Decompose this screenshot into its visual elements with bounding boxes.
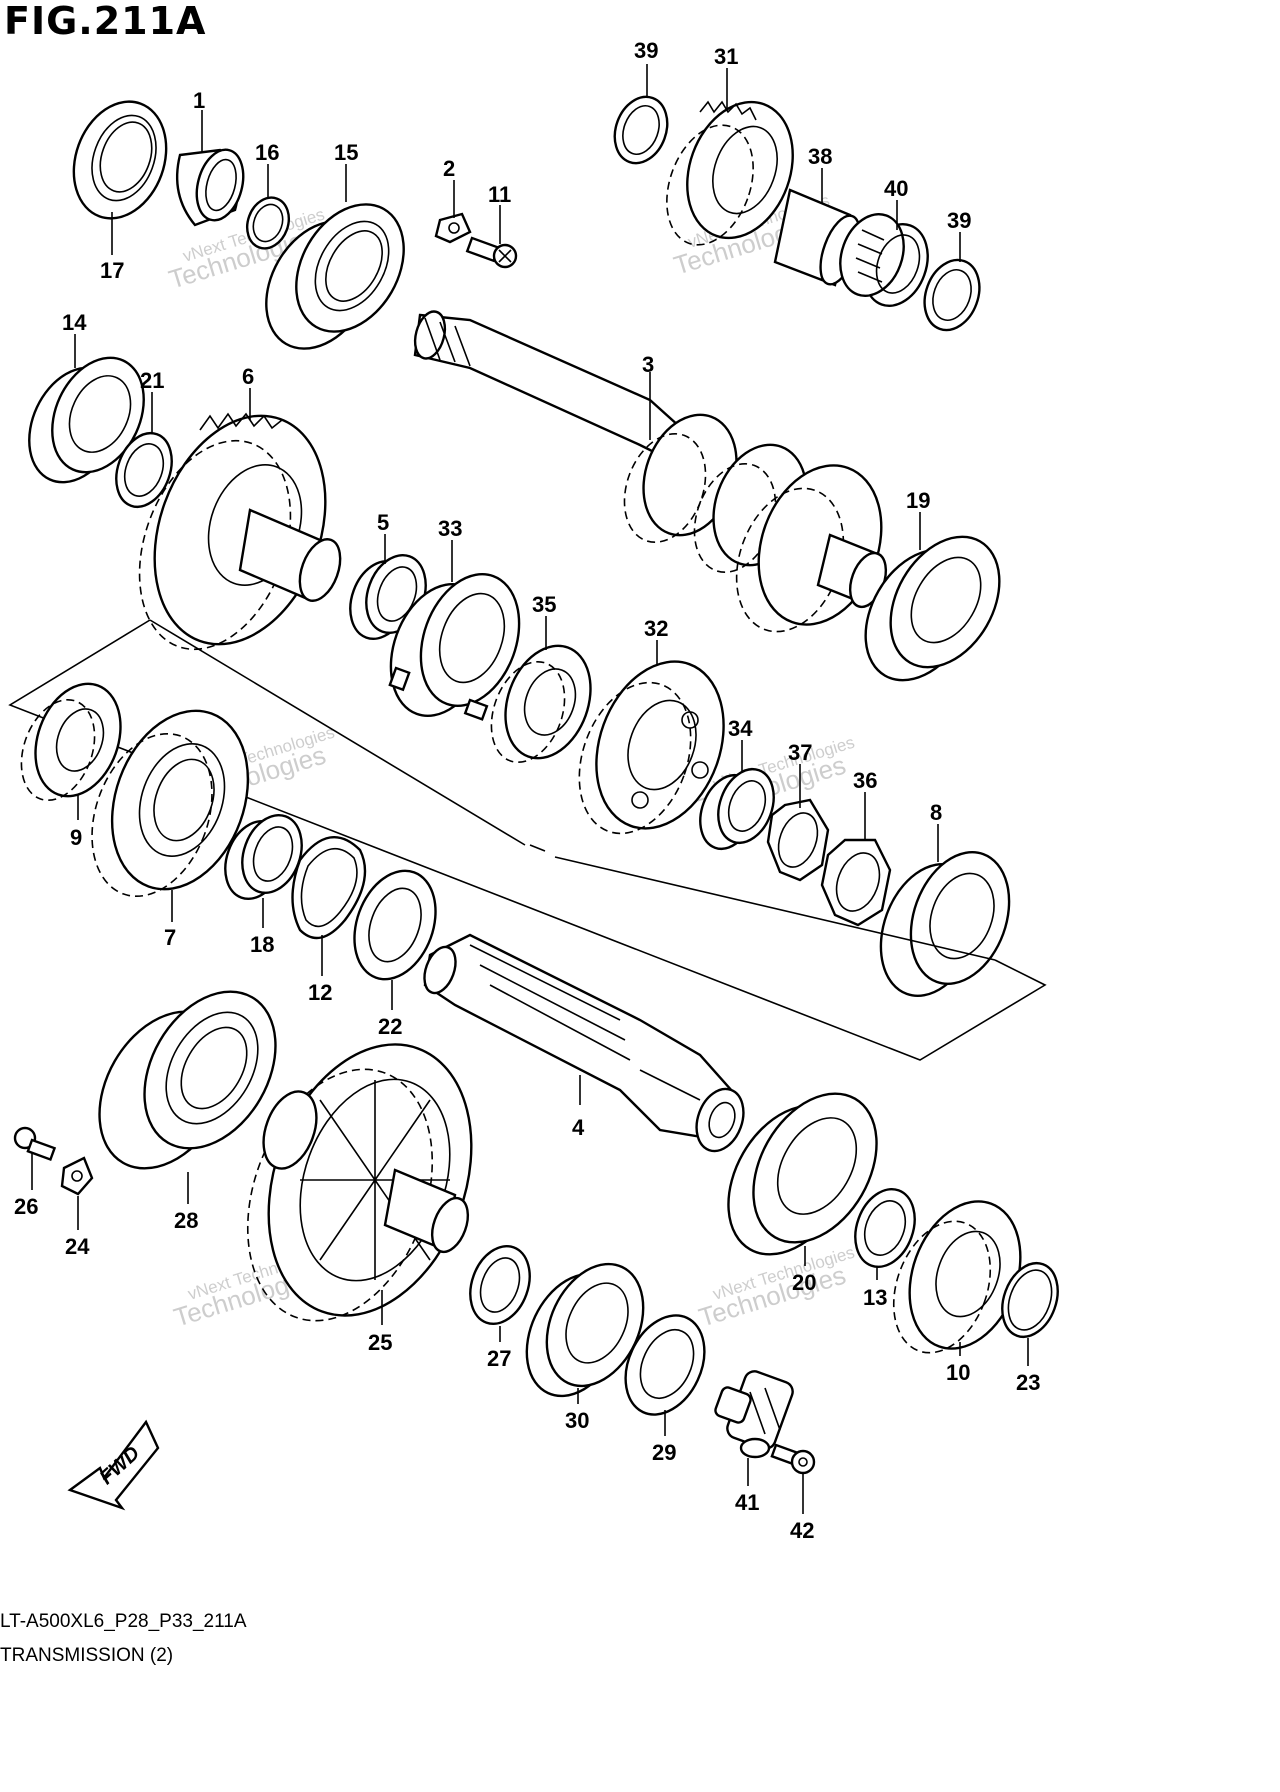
- figure-code: LT-A500XL6_P28_P33_211A: [0, 1611, 247, 1632]
- callout-42[interactable]: 42: [790, 1518, 814, 1543]
- callout-35[interactable]: 35: [532, 592, 556, 617]
- part-5-bushing: [349, 554, 427, 640]
- part-18-bushing: [224, 814, 303, 900]
- part-22-washer: [353, 869, 437, 981]
- figure-title: FIG.211A: [4, 0, 206, 43]
- callout-28[interactable]: 28: [174, 1208, 198, 1233]
- part-36-lock-washer: [820, 838, 892, 927]
- callout-26[interactable]: 26: [14, 1194, 38, 1219]
- callout-33[interactable]: 33: [438, 516, 462, 541]
- part-4-driveshaft: [423, 933, 745, 1153]
- callout-39-top[interactable]: 39: [634, 38, 658, 63]
- callout-16[interactable]: 16: [255, 140, 279, 165]
- part-34-bushing: [699, 768, 775, 850]
- callout-22[interactable]: 22: [378, 1014, 402, 1039]
- part-28-bearing: [98, 990, 277, 1170]
- callout-41[interactable]: 41: [735, 1490, 759, 1515]
- callout-25[interactable]: 25: [368, 1330, 392, 1355]
- part-39-washer-top: [613, 95, 669, 165]
- part-35-gear: [490, 644, 592, 764]
- part-21-washer: [115, 432, 173, 508]
- callout-7[interactable]: 7: [164, 925, 176, 950]
- subassembly-frame-right: [149, 619, 996, 961]
- callout-27[interactable]: 27: [487, 1346, 511, 1371]
- part-19-bearing: [864, 535, 1001, 682]
- callout-11[interactable]: 11: [488, 182, 511, 207]
- callout-labels: 1 2 3 4 5 6 7 8 9 10 11 12 13 14 15 16 1…: [14, 38, 1040, 1543]
- part-13-washer: [854, 1188, 916, 1268]
- callout-3[interactable]: 3: [642, 352, 654, 377]
- part-17-oil-seal: [72, 100, 168, 220]
- callout-12[interactable]: 12: [308, 980, 332, 1005]
- part-33-shift-dog: [388, 572, 521, 721]
- part-41-speed-sensor: [714, 1370, 794, 1459]
- fwd-arrow-icon: FWD: [67, 1419, 160, 1511]
- callout-2[interactable]: 2: [443, 156, 455, 181]
- callout-19[interactable]: 19: [906, 488, 930, 513]
- callout-40[interactable]: 40: [884, 176, 908, 201]
- callout-39-right[interactable]: 39: [947, 208, 971, 233]
- callout-38[interactable]: 38: [808, 144, 832, 169]
- callout-18[interactable]: 18: [250, 932, 274, 957]
- part-15-bearing: [265, 203, 405, 350]
- callout-10[interactable]: 10: [946, 1360, 970, 1385]
- part-20-bearing: [727, 1092, 878, 1256]
- part-8-shift-dog: [879, 850, 1011, 998]
- part-7-gear: [91, 709, 250, 898]
- part-23-circlip: [1001, 1262, 1059, 1338]
- part-16-washer: [246, 196, 290, 250]
- callout-23[interactable]: 23: [1016, 1370, 1040, 1395]
- callout-31[interactable]: 31: [714, 44, 738, 69]
- part-3-countershaft: [413, 310, 702, 472]
- callout-30[interactable]: 30: [565, 1408, 589, 1433]
- callout-9[interactable]: 9: [70, 825, 82, 850]
- callout-13[interactable]: 13: [863, 1285, 887, 1310]
- callout-4[interactable]: 4: [572, 1115, 585, 1140]
- callout-14[interactable]: 14: [62, 310, 87, 335]
- part-39-washer-right: [923, 258, 981, 332]
- part-1-bushing: [176, 148, 245, 227]
- part-27-washer: [469, 1245, 531, 1325]
- part-2-plate: [434, 212, 472, 244]
- part-31-gear: [666, 100, 794, 246]
- part-32-gear: [578, 660, 725, 835]
- callout-37[interactable]: 37: [788, 740, 812, 765]
- callout-6[interactable]: 6: [242, 364, 254, 389]
- leader-lines: [31, 64, 1029, 1514]
- part-40-needle-bearing: [839, 213, 929, 307]
- part-42-bolt: [770, 1443, 816, 1475]
- callout-1[interactable]: 1: [193, 88, 205, 113]
- callout-36[interactable]: 36: [853, 768, 877, 793]
- callout-17[interactable]: 17: [100, 258, 124, 283]
- part-11-screw: [465, 236, 518, 269]
- callout-21[interactable]: 21: [140, 368, 164, 393]
- part-24-washer: [60, 1156, 94, 1196]
- part-25-final-gear: [246, 1043, 473, 1322]
- callout-5[interactable]: 5: [377, 510, 389, 535]
- part-37-lock-washer: [766, 798, 830, 882]
- callout-24[interactable]: 24: [65, 1234, 90, 1259]
- callout-32[interactable]: 32: [644, 616, 668, 641]
- part-12-circlip: [291, 836, 367, 940]
- part-9-gear: [20, 682, 122, 802]
- parts-layer: FWD: [8, 95, 1059, 1511]
- figure-subtitle: TRANSMISSION (2): [0, 1645, 173, 1666]
- part-6-gear: [138, 412, 342, 651]
- part-29-oil-seal: [624, 1314, 706, 1416]
- callout-8[interactable]: 8: [930, 800, 942, 825]
- part-26-bolt: [13, 1126, 57, 1162]
- part-14-bearing: [28, 356, 145, 484]
- callout-34[interactable]: 34: [728, 716, 753, 741]
- callout-15[interactable]: 15: [334, 140, 358, 165]
- part-3-gear-cluster: [623, 413, 888, 633]
- callout-20[interactable]: 20: [792, 1270, 816, 1295]
- subassembly-frame: [8, 619, 1047, 1061]
- callout-29[interactable]: 29: [652, 1440, 676, 1465]
